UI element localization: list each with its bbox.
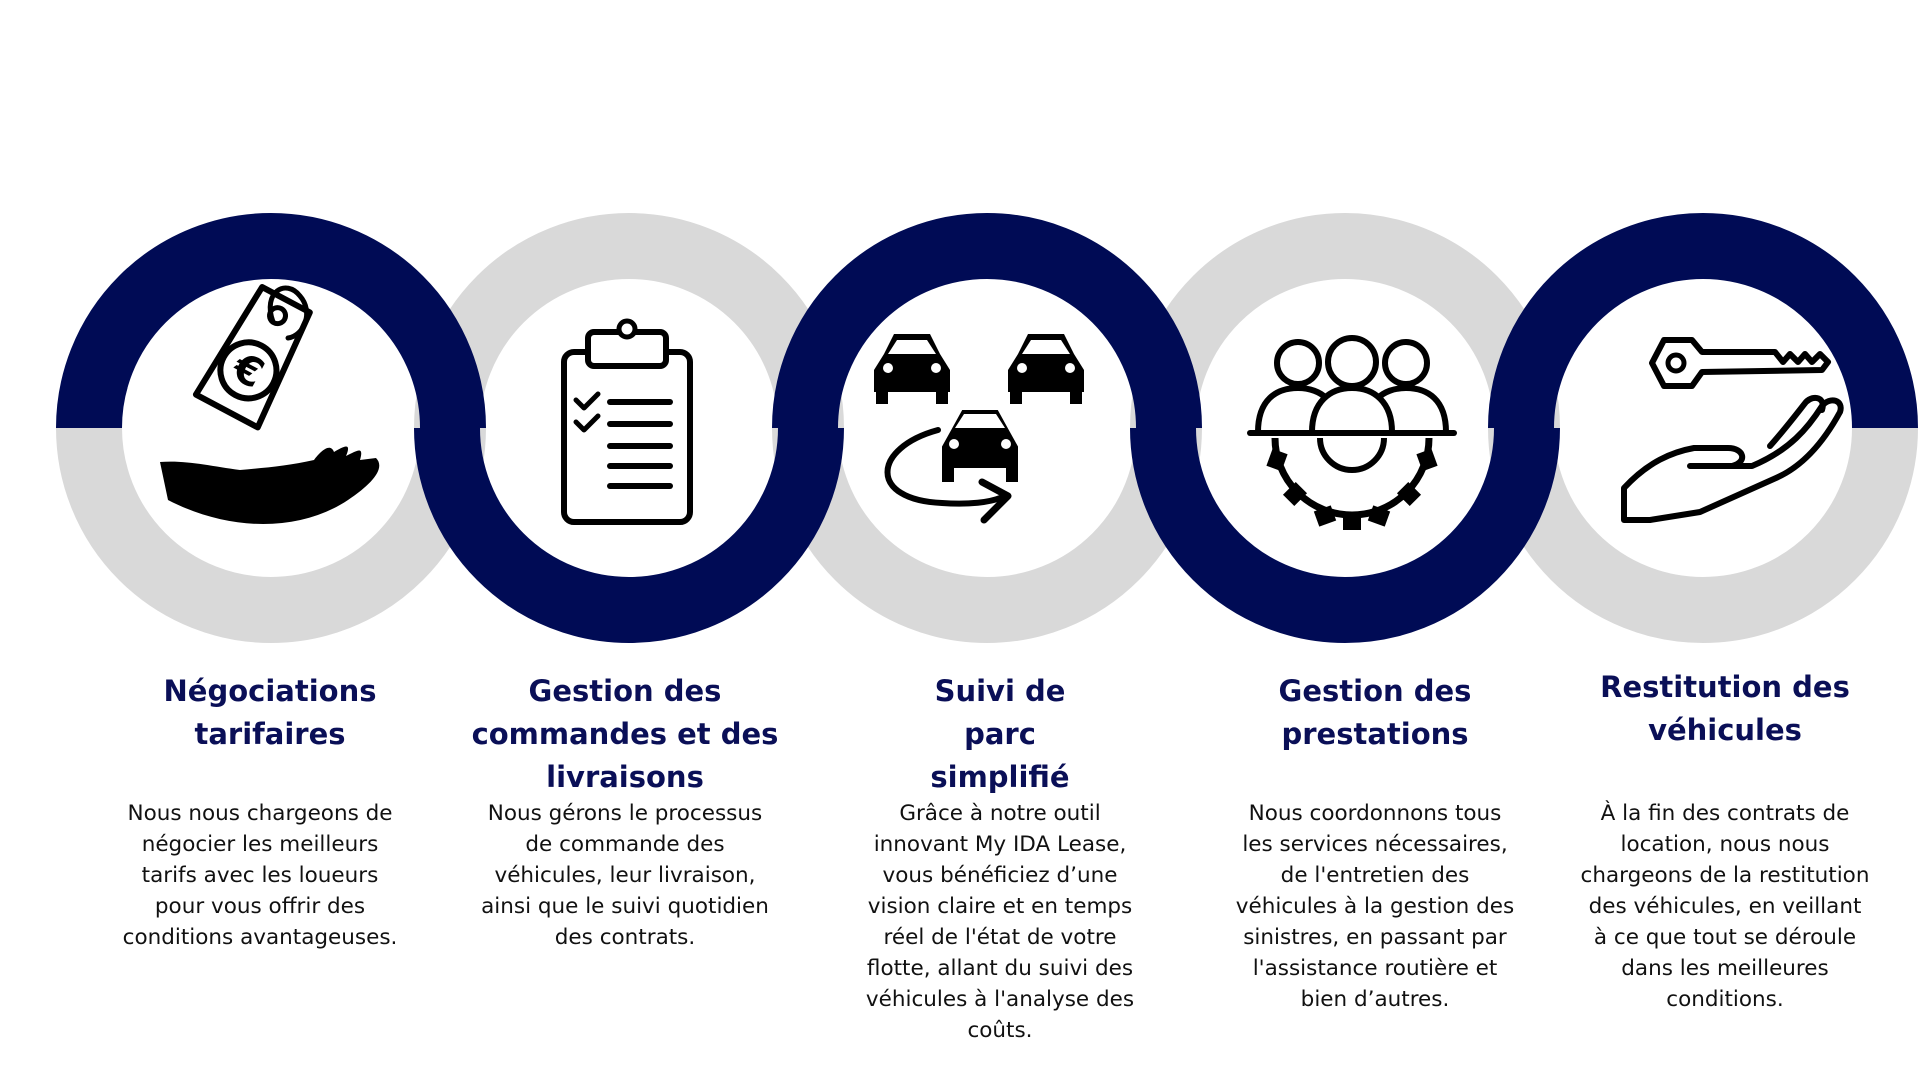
step-pricing: Négociations tarifaires Nous nous charge… <box>110 670 430 970</box>
car-fleet-icon <box>874 334 1084 524</box>
ring-5-grey-half <box>1488 427 1918 643</box>
step-title: Suivi de parc simplifié <box>930 674 1070 794</box>
step-description: À la fin des contrats de location, nous … <box>1580 801 1870 1012</box>
key-hand-icon <box>1621 337 1844 523</box>
team-gear-icon <box>1247 335 1457 530</box>
step-vehicle-return: Restitution des véhicules À la fin des c… <box>1565 666 1885 1036</box>
step-title: Gestion des prestations <box>1278 674 1472 751</box>
step-services: Gestion des prestations Nous coordonnons… <box>1215 670 1535 1030</box>
ring-2-navy-half <box>414 427 844 643</box>
clipboard-checklist-icon <box>561 318 693 525</box>
step-description: Nous gérons le processus de commande des… <box>481 801 769 950</box>
ring-3-navy-half <box>772 213 1202 429</box>
step-orders-deliveries: Gestion des commandes et des livraisons … <box>470 670 790 990</box>
ring-4-navy-half <box>1130 427 1560 643</box>
step-title: Restitution des véhicules <box>1600 670 1850 747</box>
step-title: Gestion des commandes et des livraisons <box>471 674 779 794</box>
ring-1-navy-half <box>56 213 486 429</box>
price-tag-hand-icon: € <box>160 284 380 524</box>
step-description: Nous nous chargeons de négocier les meil… <box>122 801 398 950</box>
step-description: Nous coordonnons tous les services néces… <box>1235 801 1515 1012</box>
ring-5-navy-half <box>1488 213 1918 429</box>
step-title: Négociations tarifaires <box>163 674 377 751</box>
step-description: Grâce à notre outil innovant My IDA Leas… <box>865 801 1135 1043</box>
step-fleet-tracking: Suivi de parc simplifié Grâce à notre ou… <box>840 670 1160 1050</box>
